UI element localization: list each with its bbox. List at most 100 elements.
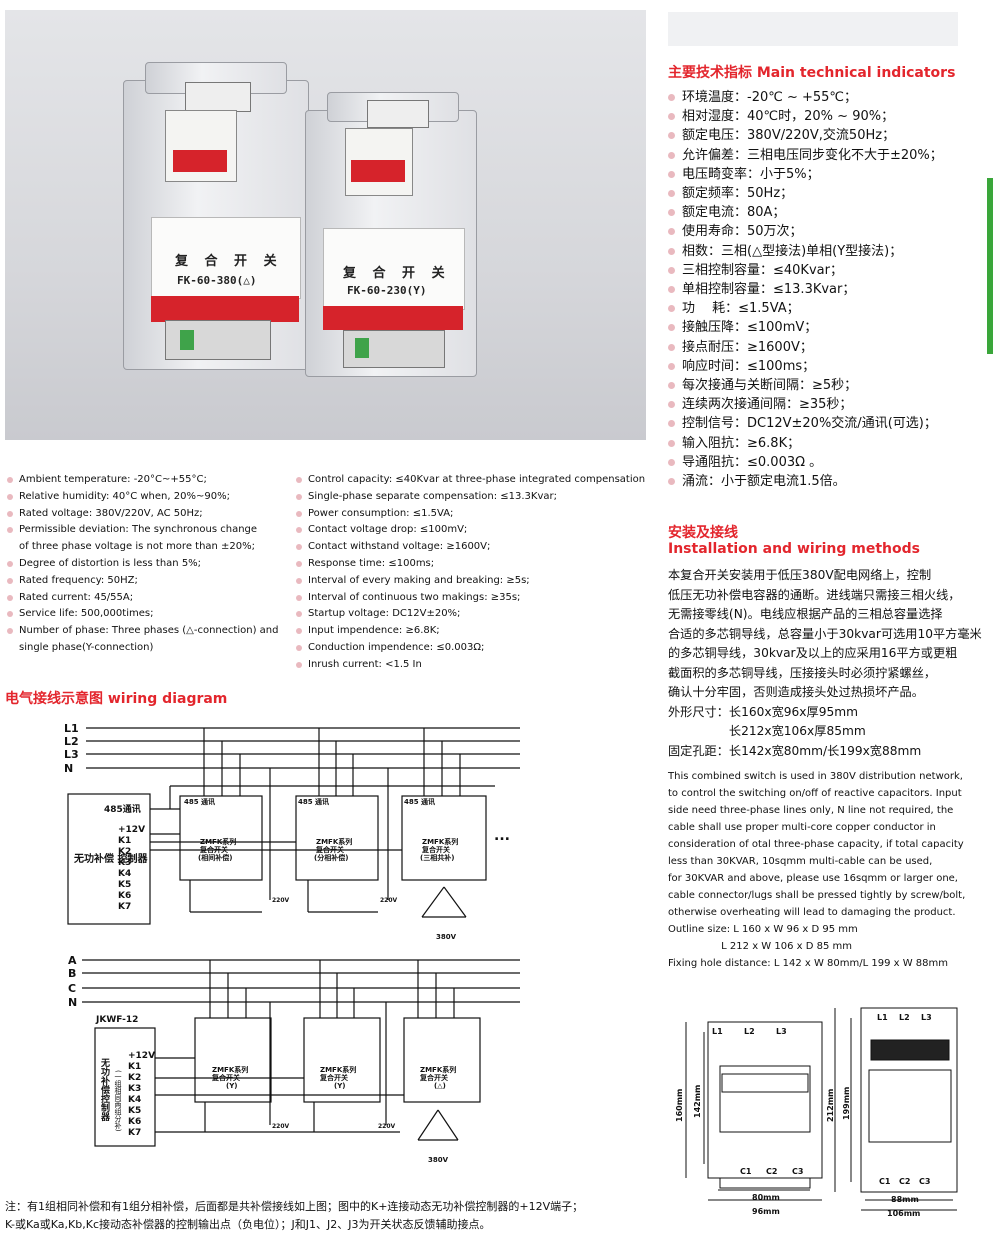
d2-m1-l3: (Y) <box>226 1082 237 1090</box>
en-spec-item: Rated current: 45/55A; <box>5 590 278 607</box>
d1-com-label: 485通讯 <box>104 803 141 815</box>
install-en-line: consideration of otal three-phase capaci… <box>668 839 964 850</box>
indicator-item: 导通阻抗：≤0.003Ω 。 <box>668 453 943 472</box>
indicator-item: 相数：三相(△型接法)单相(Y型接法)； <box>668 242 943 261</box>
d1-m3-l3: (三相共补) <box>420 853 454 862</box>
d1-line-l1: L1 <box>64 722 79 735</box>
indicator-item: 接点耐压：≥1600V； <box>668 338 943 357</box>
indicator-item: 电压畸变率：小于5%； <box>668 165 943 184</box>
d2-line-b: B <box>68 967 76 980</box>
d2-m2-l2: 复合开关 <box>319 1073 348 1082</box>
install-cn-line: 确认十分牢固，否则造成接头处过热损坏产品。 <box>668 685 924 699</box>
install-cn-line: 长212x宽106x厚85mm <box>668 724 866 738</box>
install-cn-line: 合适的多芯铜导线，总容量小于30kvar可选用10平方毫米 <box>668 626 982 641</box>
controller-terminal-label: K2 <box>128 1073 141 1083</box>
indicator-item: 环境温度：-20℃ ~ +55℃； <box>668 88 943 107</box>
dl-w-inner: 80mm <box>752 1193 780 1202</box>
indicator-item: 接触压降：≤100mV； <box>668 318 943 337</box>
indicator-item: 输入阻抗：≥6.8K； <box>668 434 943 453</box>
controller-terminal-label: K7 <box>128 1128 141 1138</box>
dl-bot-c3: C3 <box>792 1167 803 1176</box>
controller-terminal-label: +12V <box>118 825 145 835</box>
d2-line-c: C <box>68 982 76 995</box>
d1-v380: 380V <box>436 933 457 941</box>
indicator-item: 使用寿命：50万次； <box>668 222 943 241</box>
controller-terminal-label: K3 <box>128 1084 141 1094</box>
dr-bot-c3: C3 <box>919 1177 930 1186</box>
dl-top-l3: L3 <box>776 1027 787 1036</box>
en-spec-item: Interval of every making and breaking: ≥… <box>294 573 645 590</box>
unit1-model: FK-60-380(△) <box>177 274 257 287</box>
d2-m2-l3: (Y) <box>334 1082 345 1090</box>
d2-line-a: A <box>68 954 77 967</box>
controller-terminal-label: K1 <box>128 1062 141 1072</box>
dr-top-l1: L1 <box>877 1013 888 1022</box>
install-cn-line: 低压无功补偿电容器的通断。进线端只需接三相火线， <box>668 587 961 602</box>
en-spec-cont: of three phase voltage is not more than … <box>19 541 256 553</box>
dr-top-l2: L2 <box>899 1013 910 1022</box>
d1-line-l3: L3 <box>64 748 79 761</box>
dr-w-inner: 88mm <box>891 1195 919 1204</box>
indicator-item: 控制信号：DC12V±20%交流/通讯(可选)； <box>668 414 943 433</box>
controller-terminal-label: K5 <box>118 880 131 890</box>
install-title-en: Installation and wiring methods <box>668 541 920 557</box>
d2-line-n: N <box>68 996 77 1009</box>
install-en-line: cable connector/lugs shall be pressed ti… <box>668 890 966 901</box>
d2-m3-l2: 复合开关 <box>419 1073 448 1082</box>
top-terminal-2 <box>367 100 429 128</box>
english-specs-right: Control capacity: ≤40Kvar at three-phase… <box>294 472 645 674</box>
controller-terminal-label: +12V <box>128 1051 155 1061</box>
install-cn-line: 的多芯铜导线，30kvar及以上的应采用16平方或更粗 <box>668 646 958 660</box>
d2-controller-label: 无功补偿控制器 <box>99 1058 111 1122</box>
main-indicators-list: 环境温度：-20℃ ~ +55℃；相对湿度：40℃时，20% ~ 90%；额定电… <box>668 88 943 491</box>
d1-485-2: 485 通讯 <box>298 797 329 806</box>
install-en-line: to control the switching on/off of react… <box>668 788 962 799</box>
dr-bot-c2: C2 <box>899 1177 910 1186</box>
en-spec-item: Input impendence: ≥6.8K; <box>294 623 645 640</box>
d2-m1-l1: ZMFK系列 <box>212 1065 248 1074</box>
dimension-drawing-left: L1 L2 L3 C1 C2 C3 160mm 142mm 80mm 96mm <box>675 1021 823 1216</box>
en-spec-item: Service life: 500,000times; <box>5 606 278 623</box>
side-accent-bar <box>987 178 993 354</box>
indicator-item: 三相控制容量：≤40Kvar； <box>668 261 943 280</box>
d1-m1-l1: ZMFK系列 <box>200 837 236 846</box>
en-spec-item: Relative humidity: 40°C when, 20%~90%; <box>5 489 278 506</box>
en-spec-item: Control capacity: ≤40Kvar at three-phase… <box>294 472 645 489</box>
d2-side-label: (一组相同两组分补) <box>114 1070 122 1132</box>
install-cn-line: 截面积的多芯铜导线，压接接头时必须拧紧螺丝， <box>668 665 937 680</box>
en-spec-item: Degree of distortion is less than 5%; <box>5 556 278 573</box>
d1-m3-l2: 复合开关 <box>421 845 450 854</box>
unit2-title: 复 合 开 关 <box>343 266 451 281</box>
controller-terminal-label: K6 <box>118 891 131 901</box>
en-spec-item: Contact voltage drop: ≤100mV; <box>294 522 645 539</box>
install-en-line: This combined switch is used in 380V dis… <box>668 771 963 782</box>
install-cn-line: 无需接零线(N)。电线应根据产品的三相总容量选择 <box>668 607 943 621</box>
en-spec-item: Conduction impendence: ≤0.003Ω; <box>294 640 645 657</box>
dl-top-l2: L2 <box>744 1027 755 1036</box>
d1-line-l2: L2 <box>64 735 79 748</box>
wiring-title: 电气接线示意图 wiring diagram <box>5 691 228 707</box>
en-spec-item: Single-phase separate compensation: ≤13.… <box>294 489 645 506</box>
en-spec-item: Rated frequency: 50HZ; <box>5 573 278 590</box>
en-spec-item: Inrush current: <1.5 In <box>294 657 645 674</box>
indicator-item: 额定电流：80A； <box>668 203 943 222</box>
d2-m3-l1: ZMFK系列 <box>420 1065 456 1074</box>
d1-m2-l3: (分相补偿) <box>314 853 348 862</box>
d1-m2-l2: 复合开关 <box>315 845 344 854</box>
dl-w-outer: 96mm <box>752 1207 780 1216</box>
unit2-model: FK-60-230(Y) <box>347 284 427 297</box>
d2-m1-l2: 复合开关 <box>211 1073 240 1082</box>
dr-top-l3: L3 <box>921 1013 932 1022</box>
indicator-item: 响应时间：≤100ms； <box>668 357 943 376</box>
install-cn-line: 本复合开关安装用于低压380V配电网络上，控制 <box>668 568 932 582</box>
dl-h-outer: 160mm <box>675 1089 684 1122</box>
footnote-line-2: K-或Ka或Ka,Kb,Kc接动态补偿器的控制输出点（负电位）；J和J1、J2、… <box>5 1218 491 1231</box>
d1-v220: 220V <box>272 897 290 904</box>
d1-ellipsis: ... <box>494 828 510 844</box>
dr-h-outer: 212mm <box>826 1089 835 1122</box>
indicator-item: 允许偏差：三相电压同步变化不大于±20%； <box>668 146 943 165</box>
indicator-item: 连续两次接通间隔：≥35秒； <box>668 395 943 414</box>
unit1-title: 复 合 开 关 <box>175 254 283 269</box>
install-en-line: Fixing hole distance: L 142 x W 80mm/L 1… <box>668 958 948 969</box>
d1-485-3: 485 通讯 <box>404 797 435 806</box>
